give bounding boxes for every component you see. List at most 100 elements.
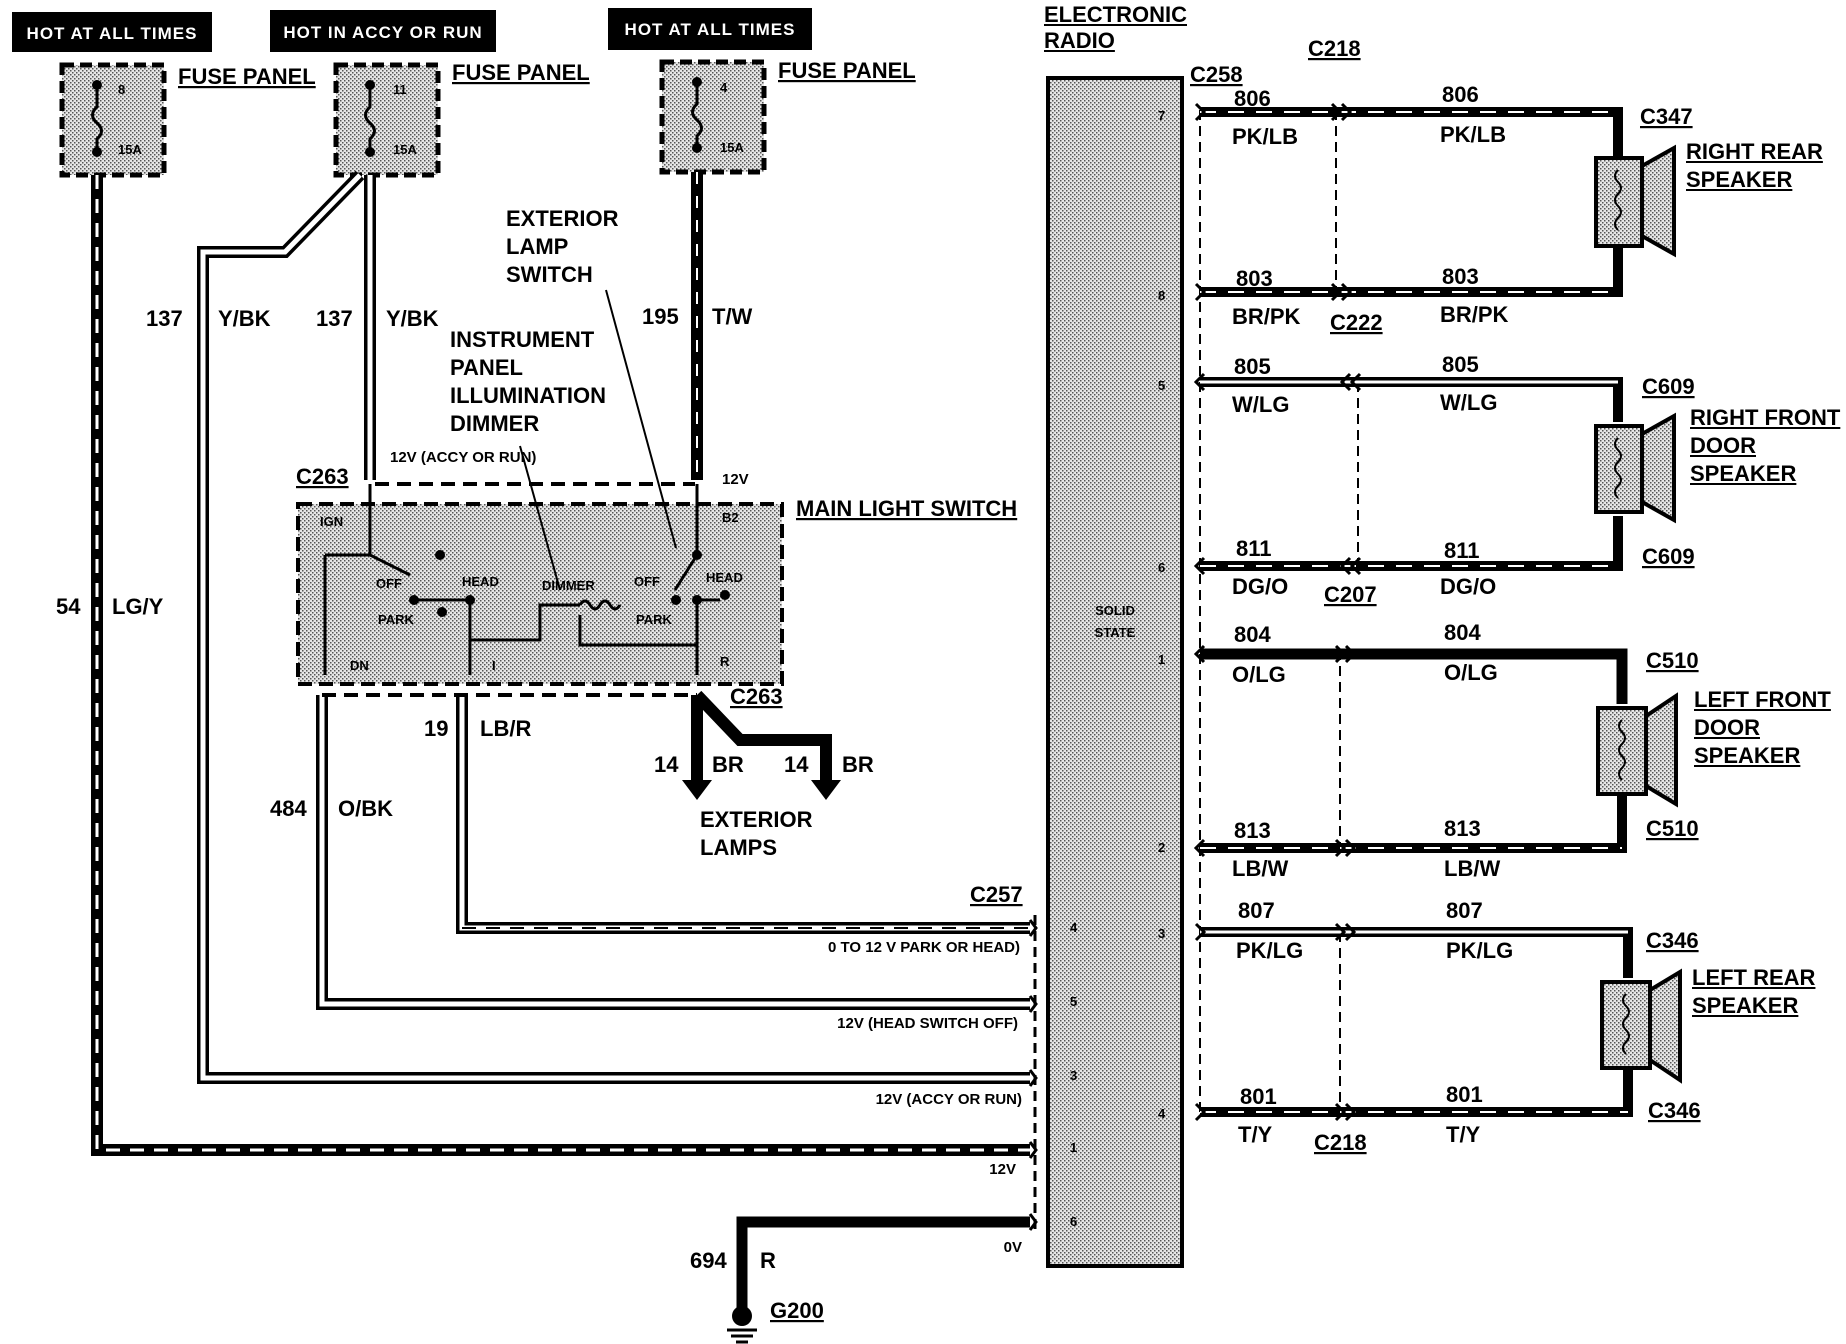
- wire-54: [91, 175, 1030, 1156]
- speaker-icon-right-front-door: [1594, 412, 1676, 524]
- svg-text:6: 6: [1070, 1214, 1077, 1229]
- wire-14-color-2: BR: [842, 752, 874, 777]
- svg-text:8: 8: [118, 82, 125, 97]
- svg-text:3: 3: [1158, 926, 1165, 941]
- svg-text:DN: DN: [350, 658, 369, 673]
- speaker-name-right-rear: RIGHT REAR SPEAKER: [1686, 139, 1823, 192]
- fuse-4: 4 15A FUSE PANEL: [659, 58, 916, 175]
- speaker-connector-dashes: [1199, 110, 1359, 1112]
- svg-text:801: 801: [1240, 1084, 1277, 1109]
- main-light-switch-title: MAIN LIGHT SWITCH: [796, 496, 1017, 521]
- svg-text:C347: C347: [1640, 104, 1693, 129]
- wire-694: [727, 1216, 1030, 1344]
- speaker-right-front-door-labels: 805 W/LG 805 W/LG 811 DG/O 811 DG/O C609…: [1232, 352, 1695, 599]
- svg-text:813: 813: [1234, 818, 1271, 843]
- wire-484-circuit: 484: [270, 796, 307, 821]
- svg-text:3: 3: [1070, 1068, 1077, 1083]
- electronic-radio: [1046, 76, 1184, 1268]
- svg-text:HEAD: HEAD: [706, 570, 743, 585]
- svg-text:HEAD: HEAD: [462, 574, 499, 589]
- svg-text:B2: B2: [722, 510, 739, 525]
- radio-left-connector-chevrons: [1028, 915, 1038, 1231]
- svg-text:LB/W: LB/W: [1232, 856, 1288, 881]
- wire-804: [1200, 648, 1628, 704]
- speaker-right-rear-labels: 806 PK/LB 806 PK/LB 803 BR/PK 803 BR/PK …: [1232, 82, 1693, 329]
- wire-19-color: LB/R: [480, 716, 531, 741]
- svg-text:C346: C346: [1646, 928, 1699, 953]
- switch-terminal-labels: IGN B2 OFF HEAD DIMMER OFF HEAD PARK PAR…: [320, 510, 743, 673]
- svg-text:LB/W: LB/W: [1444, 856, 1500, 881]
- svg-text:HOT AT ALL TIMES: HOT AT ALL TIMES: [27, 24, 198, 43]
- speaker-icon-right-rear: [1594, 144, 1676, 258]
- wire-137-circuit-2: 137: [316, 306, 353, 331]
- svg-text:15A: 15A: [393, 142, 417, 157]
- svg-text:DG/O: DG/O: [1440, 574, 1496, 599]
- connector-c218-bottom: C218: [1314, 1130, 1367, 1155]
- svg-text:I: I: [492, 658, 496, 673]
- svg-text:W/LG: W/LG: [1440, 390, 1497, 415]
- svg-text:15A: 15A: [720, 140, 744, 155]
- svg-text:1: 1: [1158, 652, 1165, 667]
- svg-text:BR/PK: BR/PK: [1232, 304, 1301, 329]
- svg-text:805: 805: [1234, 354, 1271, 379]
- connector-c207: C207: [1324, 582, 1377, 607]
- svg-text:PARK: PARK: [378, 612, 414, 627]
- wire-19: [456, 695, 1030, 934]
- svg-text:5: 5: [1070, 994, 1077, 1009]
- header-hot-in-accy-or-run: HOT IN ACCY OR RUN: [270, 10, 496, 52]
- svg-text:IGN: IGN: [320, 514, 343, 529]
- svg-text:PK/LB: PK/LB: [1440, 122, 1506, 147]
- connector-c222: C222: [1330, 310, 1383, 335]
- svg-text:804: 804: [1234, 622, 1271, 647]
- main-light-switch: [296, 484, 784, 686]
- svg-text:BR/PK: BR/PK: [1440, 302, 1509, 327]
- svg-text:DIMMER: DIMMER: [542, 578, 595, 593]
- exterior-lamp-switch-annotation: EXTERIOR LAMP SWITCH: [506, 206, 677, 549]
- wire-813: [1200, 796, 1627, 853]
- svg-text:OFF: OFF: [634, 574, 660, 589]
- svg-text:811: 811: [1444, 538, 1480, 563]
- wire-195-color: T/W: [712, 304, 753, 329]
- connector-c263-top: C263: [296, 464, 349, 489]
- svg-text:HOT AT ALL TIMES: HOT AT ALL TIMES: [625, 20, 796, 39]
- svg-text:O/LG: O/LG: [1444, 660, 1498, 685]
- svg-text:11: 11: [393, 82, 407, 97]
- svg-text:FUSE PANEL: FUSE PANEL: [778, 58, 916, 83]
- fuse-8: 8 15A FUSE PANEL: [59, 62, 316, 178]
- wire-14-color-1: BR: [712, 752, 744, 777]
- exterior-lamps-label: EXTERIOR LAMPS: [700, 807, 812, 860]
- voltage-accy-run-top: 12V (ACCY OR RUN): [390, 449, 536, 466]
- svg-text:813: 813: [1444, 816, 1481, 841]
- wire-14-circuit-2: 14: [784, 752, 809, 777]
- svg-text:807: 807: [1446, 898, 1483, 923]
- svg-text:PK/LB: PK/LB: [1232, 124, 1298, 149]
- svg-text:FUSE PANEL: FUSE PANEL: [452, 60, 590, 85]
- connector-c257: C257: [970, 882, 1023, 907]
- voltage-accy-run-bottom: 12V (ACCY OR RUN): [876, 1091, 1022, 1108]
- svg-text:C510: C510: [1646, 816, 1699, 841]
- wire-195-circuit: 195: [642, 304, 679, 329]
- svg-text:R: R: [720, 654, 730, 669]
- voltage-park-head: 0 TO 12 V PARK OR HEAD): [828, 939, 1020, 956]
- wire-694-circuit: 694: [690, 1248, 727, 1273]
- svg-text:811: 811: [1236, 536, 1272, 561]
- speaker-icon-left-front-door: [1596, 692, 1678, 808]
- voltage-0v: 0V: [1004, 1239, 1022, 1256]
- svg-text:PK/LG: PK/LG: [1446, 938, 1513, 963]
- dimmer-annotation: INSTRUMENT PANEL ILLUMINATION DIMMER: [450, 327, 606, 591]
- svg-text:4: 4: [1158, 1106, 1166, 1121]
- wire-137-outer: [197, 170, 1030, 1084]
- wire-484: [316, 695, 1030, 1010]
- svg-text:W/LG: W/LG: [1232, 392, 1289, 417]
- speaker-name-right-front-door: RIGHT FRONT DOOR SPEAKER: [1690, 405, 1840, 486]
- electronic-radio-label: ELECTRONIC RADIO: [1044, 2, 1187, 53]
- connector-c263-bottom: C263: [730, 684, 783, 709]
- radio-pin-numbers: 4 5 3 1 6 7 8 5 6 1 2 3 4: [1070, 108, 1166, 1229]
- speaker-left-rear-labels: 807 PK/LG 807 PK/LG 801 T/Y 801 T/Y C346…: [1236, 898, 1701, 1147]
- svg-text:15A: 15A: [118, 142, 142, 157]
- svg-text:801: 801: [1446, 1082, 1483, 1107]
- svg-text:C609: C609: [1642, 374, 1695, 399]
- speaker-icon-left-rear: [1600, 968, 1682, 1084]
- svg-text:805: 805: [1442, 352, 1479, 377]
- svg-text:5: 5: [1158, 378, 1165, 393]
